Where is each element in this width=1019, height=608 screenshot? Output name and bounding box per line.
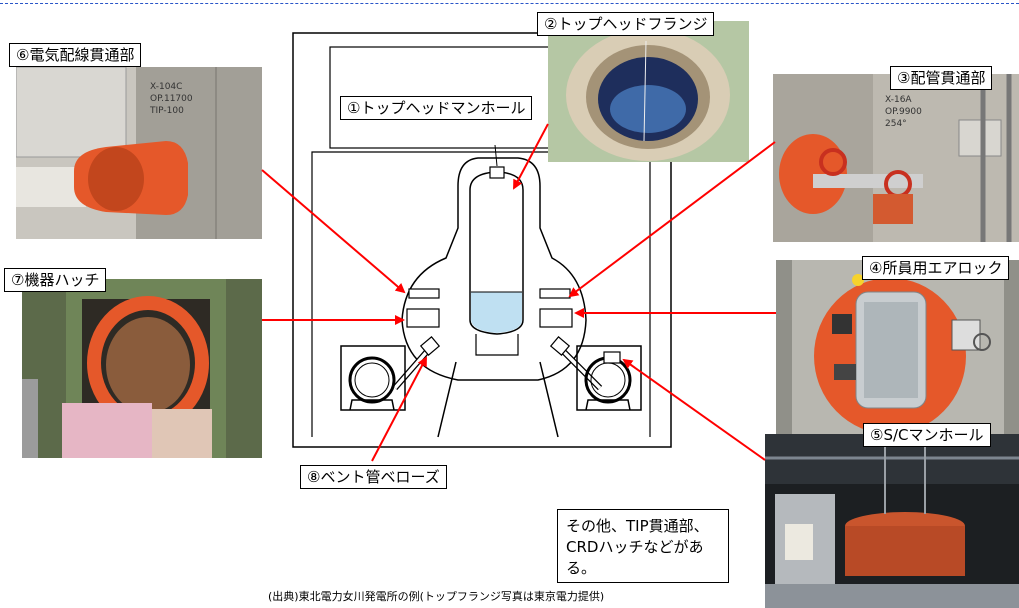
bellows-left <box>419 336 441 356</box>
arrow-6 <box>261 169 406 294</box>
arrow-3 <box>568 141 776 298</box>
hatch-right <box>539 308 573 328</box>
sc-box-right <box>576 345 642 411</box>
photo6-tag-2: OP.11700 <box>150 94 193 104</box>
photo-equipment-hatch <box>22 279 262 458</box>
label-personnel-airlock: ④所員用エアロック <box>862 256 1010 280</box>
photo-piping-penetration: X-16A OP.9900 254° <box>773 74 1019 242</box>
photo6-tag-1: X-104C <box>150 82 182 92</box>
containment-frame <box>311 151 651 437</box>
bellows-right <box>549 336 571 356</box>
hatch-left-top <box>408 288 440 299</box>
torus-support-left <box>349 399 395 411</box>
photo-electrical-penetration: X-104C OP.11700 TIP-100 <box>16 67 262 239</box>
vessel-water <box>471 292 522 333</box>
building-frame <box>292 32 672 448</box>
torus-support-right <box>585 399 631 411</box>
photo3-tag-3: 254° <box>885 119 907 129</box>
label-top-head-flange: ②トップヘッドフランジ <box>537 12 715 36</box>
arrow-8 <box>371 356 427 462</box>
label-equipment-hatch: ⑦機器ハッチ <box>4 268 107 292</box>
pedestal-legs <box>437 361 559 438</box>
source-caption: (出典)東北電力女川発電所の例(トップフランジ写真は東京電力提供) <box>268 590 605 603</box>
photo3-tag-1: X-16A <box>885 95 912 105</box>
hatch-left <box>406 308 440 328</box>
sc-box-left <box>340 345 406 411</box>
photo-personnel-airlock <box>776 260 1019 434</box>
top-manhole <box>489 166 505 179</box>
torus-left <box>348 356 396 404</box>
top-dashed-line <box>0 3 1019 4</box>
other-penetrations-note: その他、TIP貫通部、CRDハッチなどがある。 <box>557 509 729 583</box>
photo-top-head-flange <box>548 21 749 162</box>
label-piping-penetration: ③配管貫通部 <box>890 66 993 90</box>
photo6-tag-3: TIP-100 <box>149 106 184 116</box>
arrow-2 <box>513 123 549 190</box>
sc-manhole <box>603 351 621 364</box>
photo3-tag-2: OP.9900 <box>885 107 922 117</box>
label-electrical-penetration: ⑥電気配線貫通部 <box>9 43 142 67</box>
pedestal-top <box>475 334 519 356</box>
label-sc-manhole: ⑤S/Cマンホール <box>863 423 991 447</box>
label-top-head-manhole: ①トップヘッドマンホール <box>340 96 533 120</box>
connector-1 <box>494 144 498 167</box>
arrow-5 <box>622 358 766 461</box>
label-vent-bellows: ⑧ベント管ベローズ <box>300 465 447 489</box>
